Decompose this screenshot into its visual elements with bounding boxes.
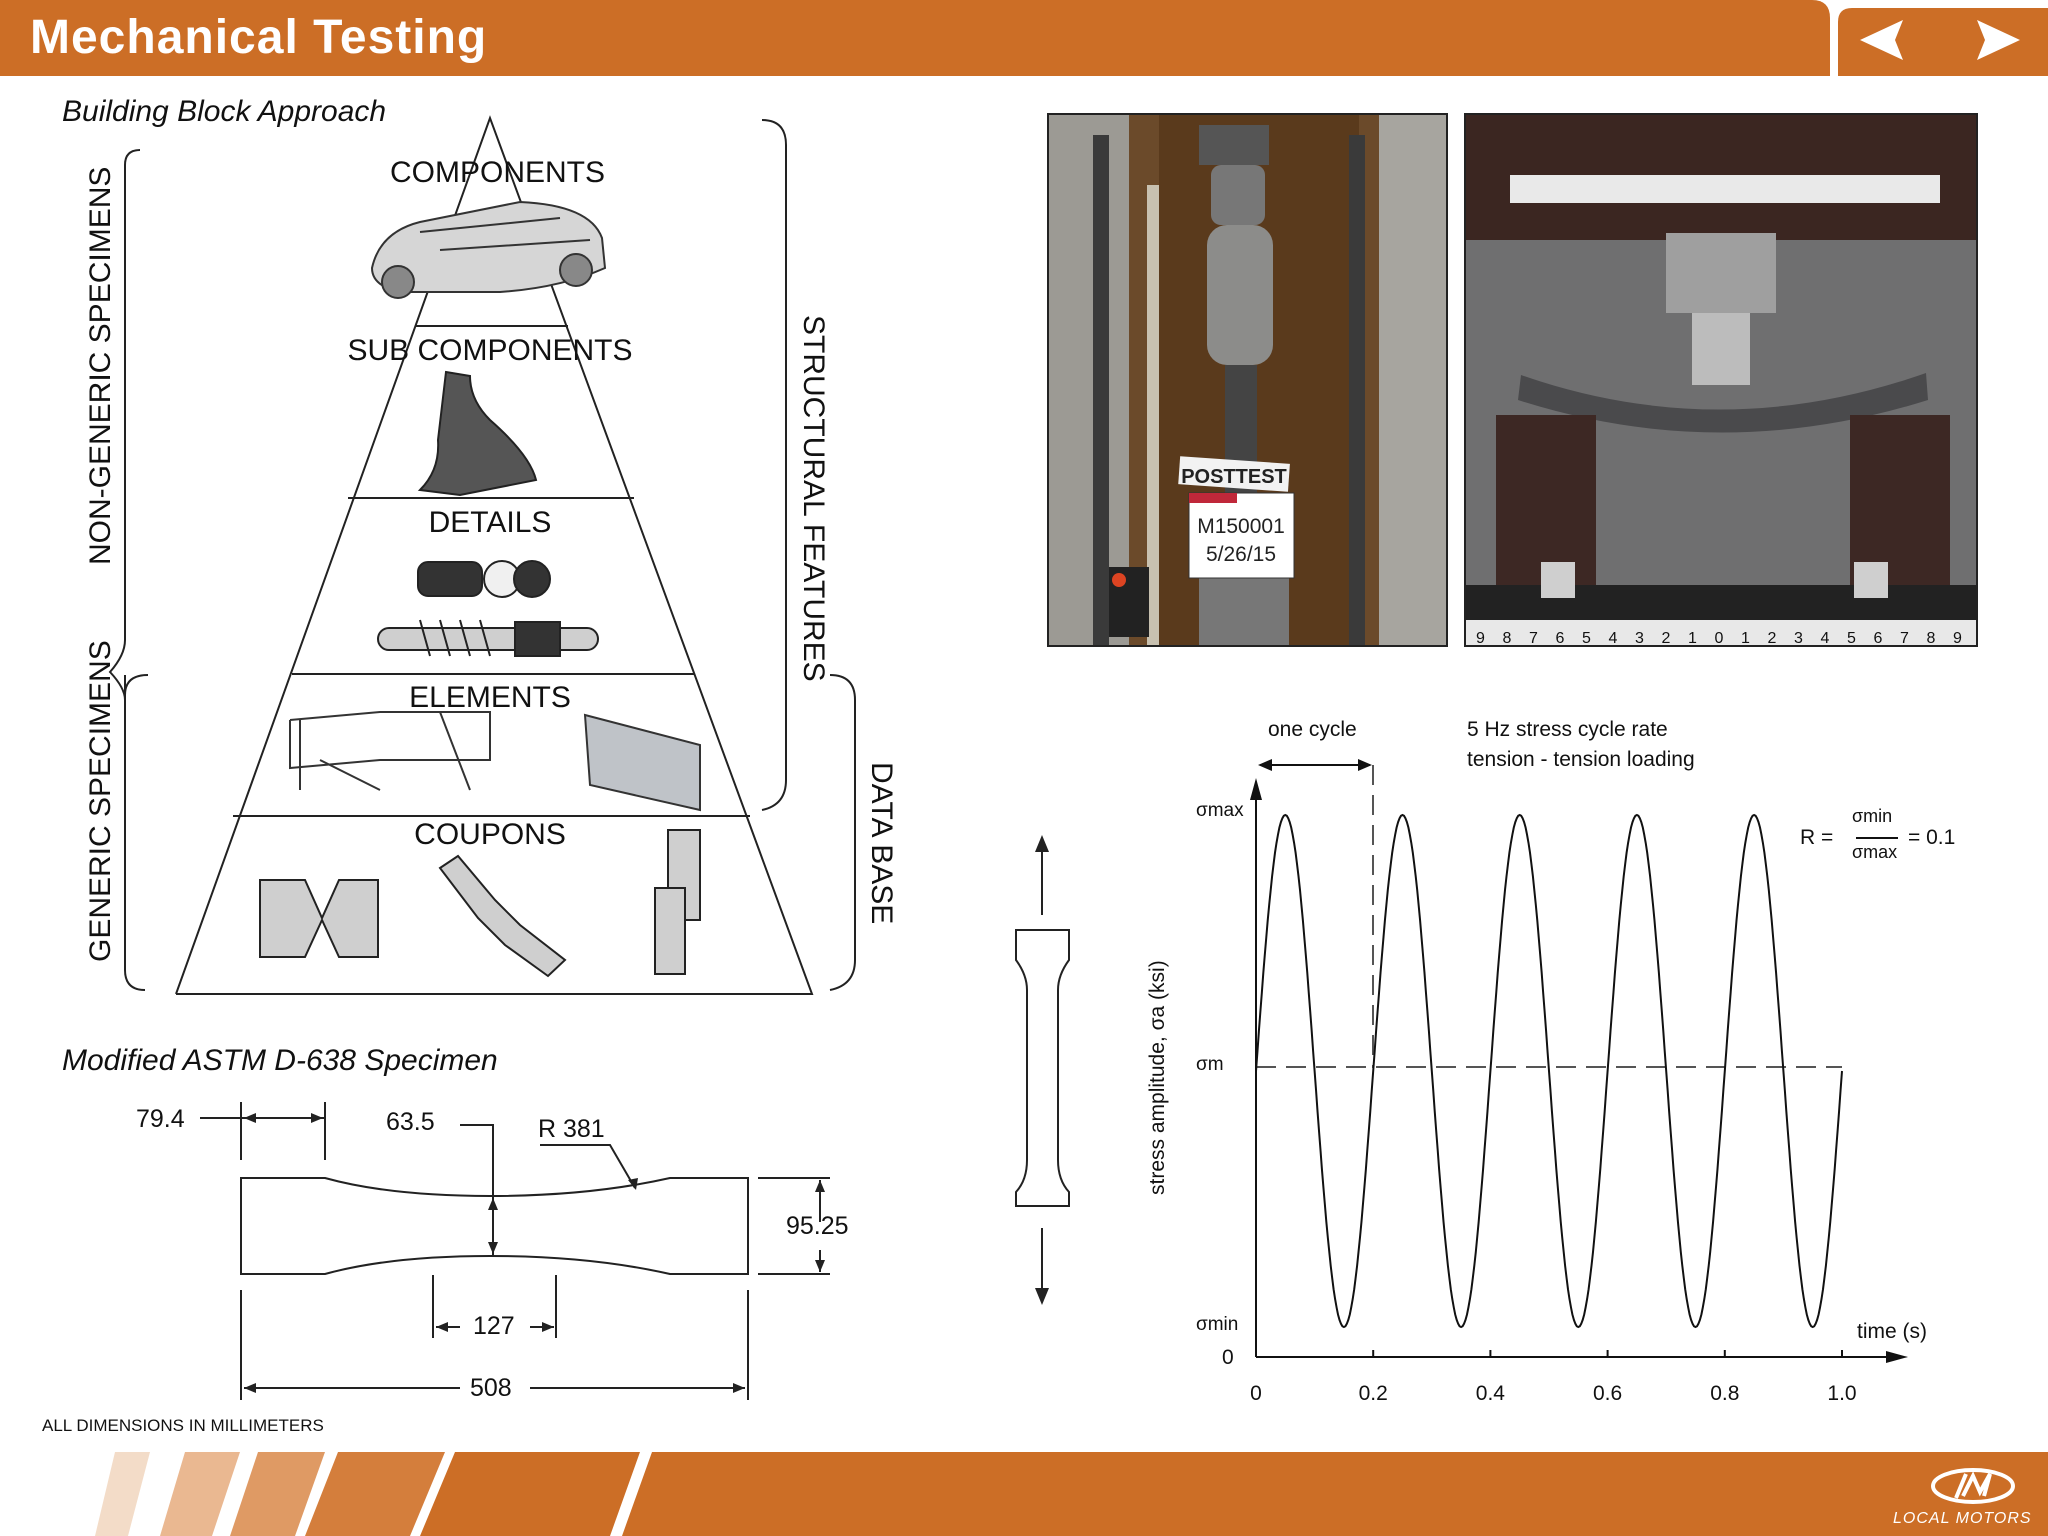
x-tick-label: 0 [1250,1382,1262,1405]
y-label-sigma-max: σmax [1196,800,1244,821]
ruler-number: 7 [1900,630,1909,647]
x-tick-label: 0.8 [1710,1382,1739,1405]
data-base-label: DATA BASE [865,762,898,925]
ratio-numerator: σmin [1852,806,1893,826]
ruler-number: 4 [1609,630,1618,647]
dim-95-25: 95.25 [786,1212,849,1240]
y-label-zero: 0 [1222,1346,1234,1369]
header-bar [0,0,2048,76]
x-tick-label: 1.0 [1827,1382,1856,1405]
y-label-sigma-mean: σm [1196,1054,1224,1075]
prev-slide-button[interactable] [1845,8,1915,72]
x-tick-label: 0.6 [1593,1382,1622,1405]
coupon-strips-image [654,829,701,975]
elements-frame-image [289,711,491,791]
ratio-denominator: σmax [1852,842,1898,862]
page-title: Mechanical Testing [30,11,488,64]
level-sub-components: SUB COMPONENTS [347,334,633,367]
details-parts-image [377,560,599,657]
specimen-title: Modified ASTM D-638 Specimen [62,1044,498,1077]
arrow-down-icon [1035,1288,1049,1305]
fatigue-chart: 0 0.2 0.4 0.6 0.8 1.0 [1250,759,1908,1405]
non-generic-specimens-label: NON-GENERIC SPECIMENS [84,166,117,565]
ruler-number: 5 [1847,630,1856,647]
ruler-number: 9 [1476,630,1485,647]
dimensions-note: ALL DIMENSIONS IN MILLIMETERS [42,1416,324,1435]
specimen-drawing [200,1102,830,1400]
structural-features-label: STRUCTURAL FEATURES [797,315,830,682]
dim-79-4: 79.4 [136,1105,185,1133]
ruler-number: 8 [1503,630,1512,647]
ruler-number: 2 [1662,630,1671,647]
car-chassis-image [370,200,607,299]
coupon-notched-image [259,879,379,958]
x-axis-arrow-icon [1886,1351,1908,1363]
next-slide-button[interactable] [1965,8,2035,72]
dim-radius: R 381 [538,1115,605,1143]
loaded-specimen-diagram [1015,835,1070,1305]
building-block-pyramid [108,115,856,995]
ruler-number: 0 [1715,630,1724,647]
x-tick-label: 0.2 [1359,1382,1388,1405]
cycle-arrow-left-icon [1258,759,1272,771]
coupon-dogbone-image [438,854,567,978]
dim-63-5: 63.5 [386,1108,435,1136]
local-motors-logo-text: LOCAL MOTORS [1893,1510,2032,1527]
test-date-tag: 5/26/15 [1206,543,1276,566]
ruler-number: 6 [1874,630,1883,647]
x-tick-label: 0.4 [1476,1382,1506,1405]
specimen-id-tag: M150001 [1197,515,1285,538]
ruler-number: 2 [1768,630,1777,647]
dim-508: 508 [470,1374,512,1402]
x-axis-title: time (s) [1857,1320,1927,1343]
triangle-right-icon [1977,20,2020,60]
ratio-prefix: R = [1800,826,1834,849]
tensile-test-photo: POSTTEST M150001 5/26/15 [1047,113,1448,647]
lm-logo-icon [1931,1468,2015,1504]
y-axis-arrow-icon [1250,778,1262,800]
generic-specimens-label: GENERIC SPECIMENS [84,640,117,962]
ruler-number: 4 [1821,630,1830,647]
building-block-title: Building Block Approach [62,95,387,128]
ruler-number: 3 [1794,630,1803,647]
posttest-label: POSTTEST [1181,466,1287,488]
level-coupons: COUPONS [414,818,566,851]
ruler-number: 5 [1582,630,1591,647]
footer-bar [95,1452,2048,1536]
y-label-sigma-min: σmin [1196,1314,1239,1335]
ruler-number: 9 [1953,630,1962,647]
one-cycle-annotation: one cycle [1268,718,1357,741]
dim-127: 127 [473,1312,515,1340]
level-details: DETAILS [428,506,552,539]
y-axis-title: stress amplitude, σa (ksi) [1146,960,1169,1195]
cycle-rate-annotation: 5 Hz stress cycle rate [1467,718,1668,741]
level-components: COMPONENTS [390,156,606,189]
cycle-arrow-right-icon [1358,759,1372,771]
ruler-number: 6 [1556,630,1565,647]
loading-annotation: tension - tension loading [1467,748,1695,771]
ruler-number: 3 [1635,630,1644,647]
elements-panel-image [583,713,701,812]
ruler-number: 1 [1741,630,1750,647]
sub-component-image [417,370,538,497]
stress-wave-line [1255,813,1843,1329]
triangle-left-icon [1860,20,1903,60]
ruler-number: 7 [1529,630,1538,647]
level-elements: ELEMENTS [409,681,571,714]
arrow-up-icon [1035,835,1049,852]
ruler-number: 8 [1927,630,1936,647]
ruler-number: 1 [1688,630,1697,647]
ratio-value: = 0.1 [1908,826,1956,849]
